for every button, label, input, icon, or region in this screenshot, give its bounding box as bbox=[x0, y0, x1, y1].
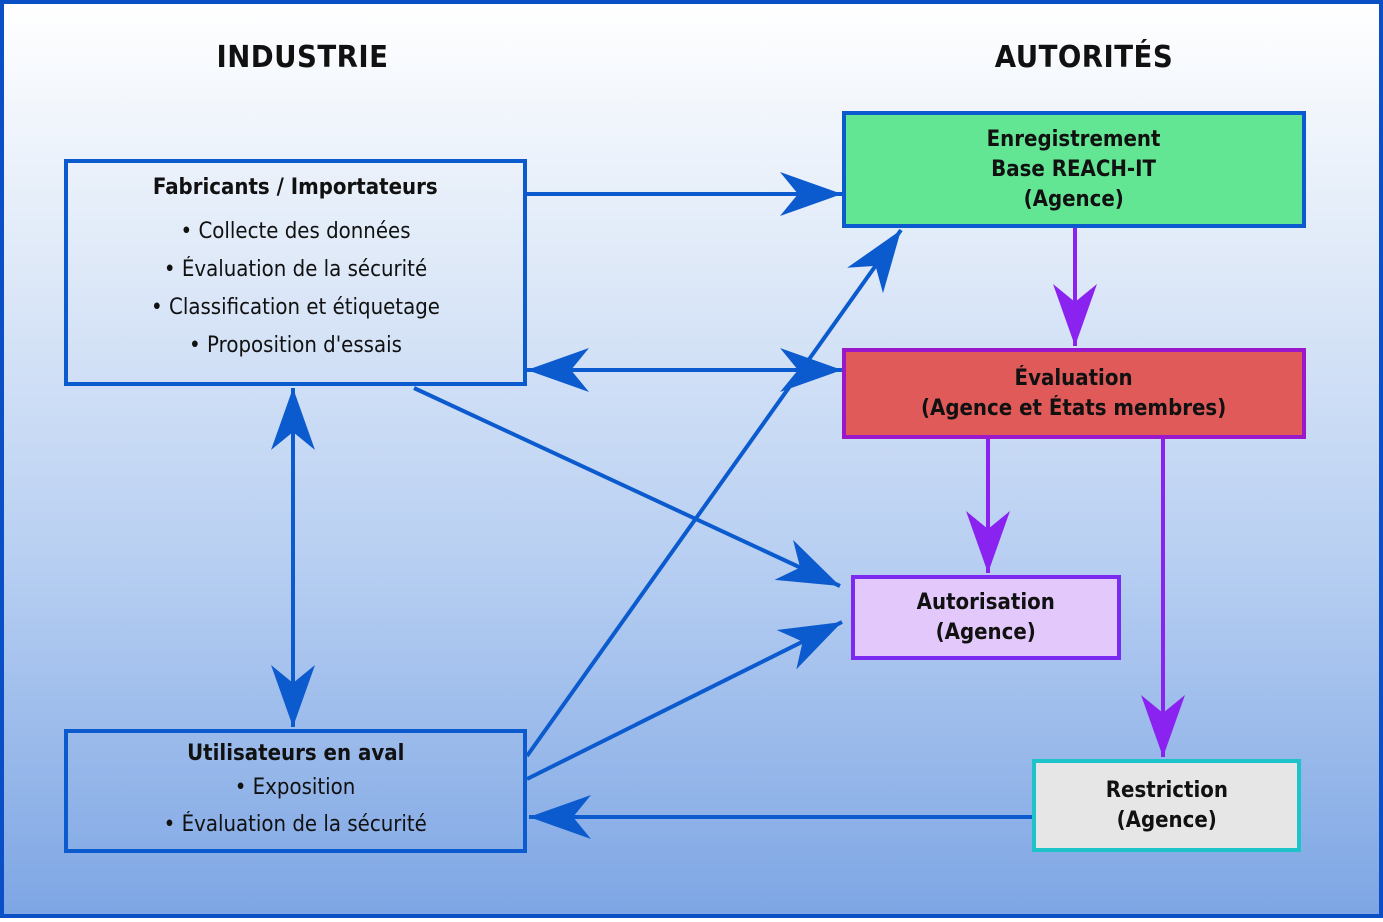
arrowhead-icon bbox=[527, 348, 589, 392]
list-item: • Classification et étiquetage bbox=[151, 295, 440, 320]
heading-industrie: INDUSTRIE bbox=[216, 40, 389, 75]
box-line: Base REACH-IT bbox=[991, 156, 1157, 182]
box-line: (Agence) bbox=[935, 619, 1037, 645]
list-item: • Évaluation de la sécurité bbox=[163, 257, 428, 282]
box-line: Évaluation bbox=[1014, 365, 1133, 391]
list-item: • Exposition bbox=[235, 775, 356, 800]
box-title: Fabricants / Importateurs bbox=[153, 175, 438, 200]
arrowhead-icon bbox=[774, 539, 840, 586]
list-item: • Évaluation de la sécurité bbox=[163, 812, 428, 837]
box-line: (Agence) bbox=[1023, 186, 1125, 212]
box-line: Enregistrement bbox=[987, 126, 1161, 152]
arrowhead-icon bbox=[776, 622, 842, 670]
arrowhead-icon bbox=[271, 388, 315, 450]
arrowhead-icon bbox=[847, 230, 901, 294]
arrowhead-icon bbox=[271, 665, 315, 727]
arrowhead-icon bbox=[780, 348, 842, 392]
box-line: (Agence) bbox=[1116, 807, 1217, 833]
box-item-list: • Collecte des données • Évaluation de l… bbox=[135, 213, 456, 365]
box-autorisation: Autorisation (Agence) bbox=[851, 575, 1121, 660]
box-line: (Agence et États membres) bbox=[921, 395, 1227, 421]
connector-utilisateurs-to-enregistrement bbox=[525, 228, 903, 758]
heading-autorites: AUTORITÉS bbox=[994, 40, 1174, 75]
list-item: • Proposition d'essais bbox=[189, 333, 402, 358]
box-evaluation: Évaluation (Agence et États membres) bbox=[842, 348, 1306, 439]
arrowhead-icon bbox=[1141, 695, 1185, 757]
box-fabricants-importateurs: Fabricants / Importateurs • Collecte des… bbox=[64, 159, 527, 386]
box-utilisateurs-en-aval: Utilisateurs en aval • Exposition • Éval… bbox=[64, 729, 527, 853]
arrowhead-icon bbox=[529, 795, 591, 839]
connector-utilisateurs-to-autorisation bbox=[526, 620, 843, 781]
box-title: Utilisateurs en aval bbox=[186, 741, 405, 766]
list-item: • Collecte des données bbox=[180, 219, 411, 244]
arrowhead-icon bbox=[1053, 284, 1097, 346]
box-enregistrement: Enregistrement Base REACH-IT (Agence) bbox=[842, 111, 1306, 228]
box-line: Autorisation bbox=[916, 589, 1056, 615]
box-restriction: Restriction (Agence) bbox=[1032, 759, 1301, 852]
arrowhead-icon bbox=[780, 172, 842, 216]
arrowhead-icon bbox=[966, 511, 1010, 573]
box-line: Restriction bbox=[1105, 777, 1228, 803]
connector-fabricants-to-autorisation bbox=[413, 386, 841, 588]
